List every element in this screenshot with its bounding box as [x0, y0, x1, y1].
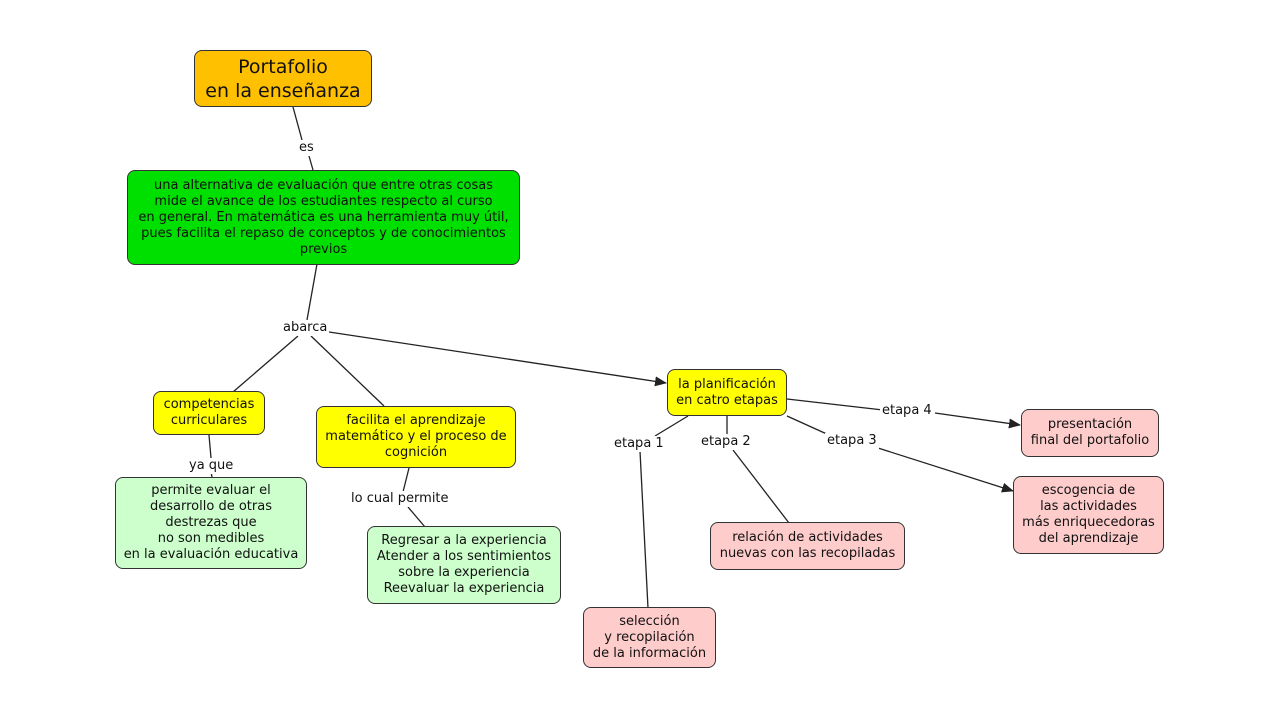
arrow-abarca-planificacion	[328, 331, 667, 387]
arrow-etapa3-escogencia	[877, 447, 1014, 493]
concept-node-definition[interactable]: una alternativa de evaluación que entre …	[127, 170, 520, 265]
line-definition-abarca	[306, 263, 318, 321]
link-label-etapa-3[interactable]: etapa 3	[825, 433, 879, 449]
line-planificacion-etapa4	[786, 398, 884, 411]
link-label-abarca[interactable]: abarca	[281, 320, 330, 336]
concept-node-seleccion[interactable]: selección y recopilación de la informaci…	[583, 607, 716, 668]
line-facilita-locual	[402, 467, 410, 493]
concept-node-portafolio[interactable]: Portafolio en la enseñanza	[194, 50, 372, 107]
line-root-es	[292, 106, 303, 141]
concept-node-competencias[interactable]: competencias curriculares	[153, 391, 265, 435]
link-label-es[interactable]: es	[297, 140, 316, 156]
line-abarca-competencias	[232, 335, 299, 393]
link-label-etapa-2[interactable]: etapa 2	[699, 434, 753, 450]
line-abarca-facilita	[310, 335, 385, 407]
line-es-definition	[308, 155, 314, 171]
link-label-lo-cual-permite[interactable]: lo cual permite	[349, 491, 451, 507]
line-etapa1-seleccion	[639, 450, 649, 609]
concept-node-relacion[interactable]: relación de actividades nuevas con las r…	[710, 522, 905, 570]
concept-node-planificacion[interactable]: la planificación en catro etapas	[667, 369, 787, 416]
concept-node-permite-evaluar[interactable]: permite evaluar el desarrollo de otras d…	[115, 477, 307, 569]
concept-node-regresar[interactable]: Regresar a la experiencia Atender a los …	[367, 526, 561, 604]
link-label-ya-que[interactable]: ya que	[187, 458, 236, 474]
line-locual-regresar	[407, 506, 426, 528]
link-label-etapa-1[interactable]: etapa 1	[612, 436, 666, 452]
line-etapa2-relacion	[732, 449, 790, 524]
concept-node-facilita[interactable]: facilita el aprendizaje matemático y el …	[316, 406, 516, 468]
arrow-etapa4-presentacion	[934, 412, 1021, 429]
link-label-etapa-4[interactable]: etapa 4	[880, 403, 934, 419]
line-planificacion-etapa3	[786, 415, 830, 436]
concept-node-presentacion[interactable]: presentación final del portafolio	[1021, 409, 1159, 457]
concept-node-escogencia[interactable]: escogencia de las actividades más enriqu…	[1013, 476, 1164, 554]
line-planificacion-etapa1	[654, 415, 689, 437]
line-competencias-yaque	[208, 434, 212, 459]
